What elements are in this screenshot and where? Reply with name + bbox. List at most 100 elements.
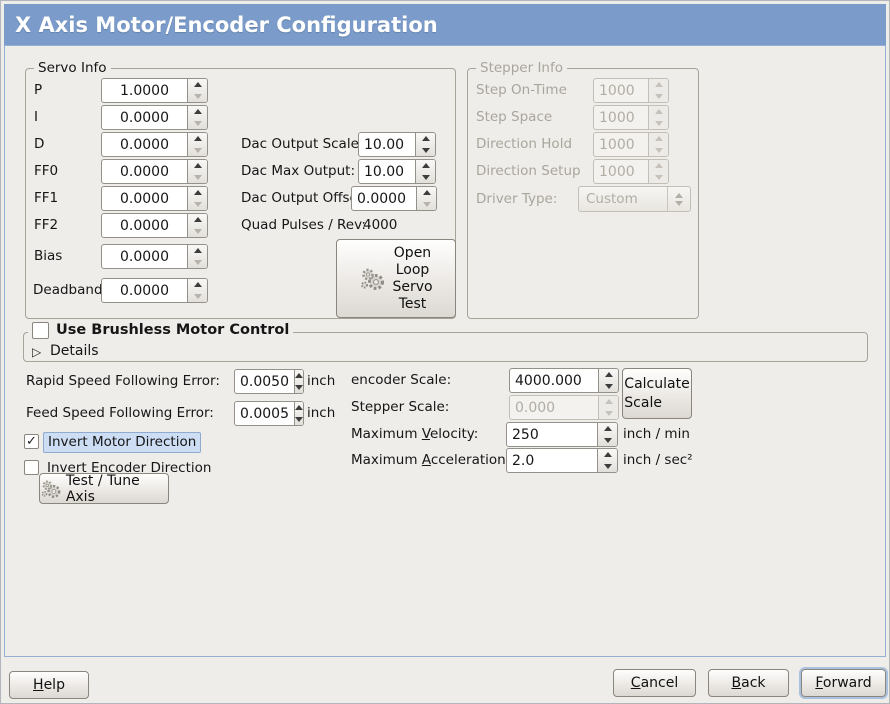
invert-encoder-direction-label[interactable]: Invert Encoder Direction bbox=[47, 460, 212, 476]
servo-value-p[interactable]: 1.0000 bbox=[120, 82, 169, 99]
encoder-scale-input[interactable]: 4000.000 bbox=[509, 368, 619, 393]
forward-button[interactable]: Forward bbox=[801, 669, 886, 697]
spin-down-button[interactable] bbox=[416, 145, 435, 157]
spin-buttons[interactable] bbox=[187, 279, 207, 302]
spin-buttons[interactable] bbox=[597, 449, 617, 472]
servo-value-i[interactable]: 0.0000 bbox=[120, 109, 169, 126]
spin-down-button[interactable] bbox=[188, 172, 207, 184]
maximum-acceleration-value[interactable]: 2.0 bbox=[512, 452, 535, 469]
dac-max-output-input[interactable]: 10.00 bbox=[358, 159, 436, 184]
rapid-following-error-value[interactable]: 0.0050 bbox=[240, 373, 289, 390]
servo-value-ff2[interactable]: 0.0000 bbox=[120, 217, 169, 234]
details-expander-icon[interactable]: ▷ bbox=[32, 345, 42, 359]
open-loop-servo-test-button[interactable]: Open Loop Servo Test bbox=[336, 239, 456, 318]
spin-up-button[interactable] bbox=[188, 245, 207, 257]
spin-down-button[interactable] bbox=[188, 226, 207, 238]
test-tune-axis-button[interactable]: Test / Tune Axis bbox=[39, 473, 169, 505]
rapid-following-error-input[interactable]: 0.0050 bbox=[234, 369, 304, 394]
servo-value-deadband[interactable]: 0.0000 bbox=[120, 282, 169, 299]
spin-down-button[interactable] bbox=[599, 381, 618, 393]
spin-down-button[interactable] bbox=[417, 199, 436, 211]
dac-output-scale-value[interactable]: 10.00 bbox=[364, 136, 405, 153]
spin-buttons[interactable] bbox=[187, 160, 207, 183]
spin-up-button[interactable] bbox=[188, 187, 207, 199]
feed-following-error-input[interactable]: 0.0005 bbox=[234, 401, 304, 426]
spin-up-button[interactable] bbox=[188, 214, 207, 226]
spin-up-button[interactable] bbox=[598, 449, 617, 461]
spin-down-button[interactable] bbox=[416, 172, 435, 184]
spin-down-button[interactable] bbox=[295, 414, 303, 426]
invert-encoder-direction-checkbox[interactable] bbox=[24, 460, 39, 475]
spin-down-button[interactable] bbox=[188, 291, 207, 303]
spin-up-icon bbox=[193, 136, 202, 142]
spin-up-button[interactable] bbox=[188, 106, 207, 118]
spin-buttons[interactable] bbox=[598, 369, 618, 392]
dac-max-output-value[interactable]: 10.00 bbox=[364, 163, 405, 180]
maximum-acceleration-input[interactable]: 2.0 bbox=[506, 448, 618, 473]
maximum-velocity-input[interactable]: 250 bbox=[506, 422, 618, 447]
spin-up-button[interactable] bbox=[188, 279, 207, 291]
spin-down-button[interactable] bbox=[598, 435, 617, 447]
spin-up-button[interactable] bbox=[295, 370, 303, 382]
spin-down-button[interactable] bbox=[188, 257, 207, 269]
spin-buttons[interactable] bbox=[187, 79, 207, 102]
spin-up-button[interactable] bbox=[188, 79, 207, 91]
servo-value-ff0[interactable]: 0.0000 bbox=[120, 163, 169, 180]
spin-down-button[interactable] bbox=[188, 118, 207, 130]
spin-down-button[interactable] bbox=[598, 461, 617, 473]
invert-motor-direction-checkbox[interactable] bbox=[24, 434, 39, 449]
servo-input-d[interactable]: 0.0000 bbox=[101, 132, 208, 157]
spin-up-icon bbox=[193, 282, 202, 288]
servo-value-bias[interactable]: 0.0000 bbox=[120, 248, 169, 265]
spin-up-icon bbox=[193, 163, 202, 169]
spin-up-button[interactable] bbox=[295, 402, 303, 414]
servo-input-i[interactable]: 0.0000 bbox=[101, 105, 208, 130]
spin-buttons[interactable] bbox=[187, 214, 207, 237]
dac-output-offset-input[interactable]: 0.0000 bbox=[351, 186, 437, 211]
spin-up-button[interactable] bbox=[188, 160, 207, 172]
dac-output-offset-value[interactable]: 0.0000 bbox=[357, 190, 406, 207]
details-expander-label[interactable]: Details bbox=[50, 343, 99, 359]
spin-up-button[interactable] bbox=[598, 423, 617, 435]
servo-value-ff1[interactable]: 0.0000 bbox=[120, 190, 169, 207]
spin-up-button[interactable] bbox=[417, 187, 436, 199]
servo-input-ff2[interactable]: 0.0000 bbox=[101, 213, 208, 238]
calculate-scale-button[interactable]: Calculate Scale bbox=[622, 368, 692, 419]
spin-buttons[interactable] bbox=[187, 133, 207, 156]
spin-buttons[interactable] bbox=[294, 370, 303, 393]
spin-up-button[interactable] bbox=[416, 160, 435, 172]
invert-motor-direction-label[interactable]: Invert Motor Direction bbox=[43, 432, 202, 453]
servo-input-ff1[interactable]: 0.0000 bbox=[101, 186, 208, 211]
servo-input-bias[interactable]: 0.0000 bbox=[101, 244, 208, 269]
spin-down-button[interactable] bbox=[295, 382, 303, 394]
gears-icon bbox=[41, 480, 61, 498]
spin-up-button[interactable] bbox=[599, 369, 618, 381]
spin-buttons[interactable] bbox=[597, 423, 617, 446]
feed-following-error-value[interactable]: 0.0005 bbox=[240, 405, 289, 422]
spin-down-button[interactable] bbox=[188, 199, 207, 211]
spin-down-icon bbox=[295, 416, 303, 422]
servo-value-d[interactable]: 0.0000 bbox=[120, 136, 169, 153]
spin-down-button[interactable] bbox=[188, 91, 207, 103]
use-brushless-checkbox[interactable] bbox=[32, 322, 49, 339]
spin-buttons[interactable] bbox=[187, 245, 207, 268]
spin-up-button[interactable] bbox=[188, 133, 207, 145]
cancel-button[interactable]: Cancel bbox=[613, 669, 696, 697]
spin-buttons[interactable] bbox=[416, 187, 436, 210]
spin-buttons[interactable] bbox=[415, 133, 435, 156]
spin-buttons[interactable] bbox=[187, 106, 207, 129]
help-button[interactable]: Help bbox=[9, 671, 89, 699]
encoder-scale-value[interactable]: 4000.000 bbox=[515, 372, 582, 389]
spin-buttons[interactable] bbox=[294, 402, 303, 425]
spin-buttons[interactable] bbox=[415, 160, 435, 183]
maximum-velocity-value[interactable]: 250 bbox=[512, 426, 539, 443]
servo-input-ff0[interactable]: 0.0000 bbox=[101, 159, 208, 184]
spin-down-button[interactable] bbox=[188, 145, 207, 157]
spin-up-button[interactable] bbox=[416, 133, 435, 145]
servo-input-p[interactable]: 1.0000 bbox=[101, 78, 208, 103]
dac-output-scale-input[interactable]: 10.00 bbox=[358, 132, 436, 157]
back-button[interactable]: Back bbox=[708, 669, 789, 697]
servo-input-deadband[interactable]: 0.0000 bbox=[101, 278, 208, 303]
spin-buttons[interactable] bbox=[187, 187, 207, 210]
